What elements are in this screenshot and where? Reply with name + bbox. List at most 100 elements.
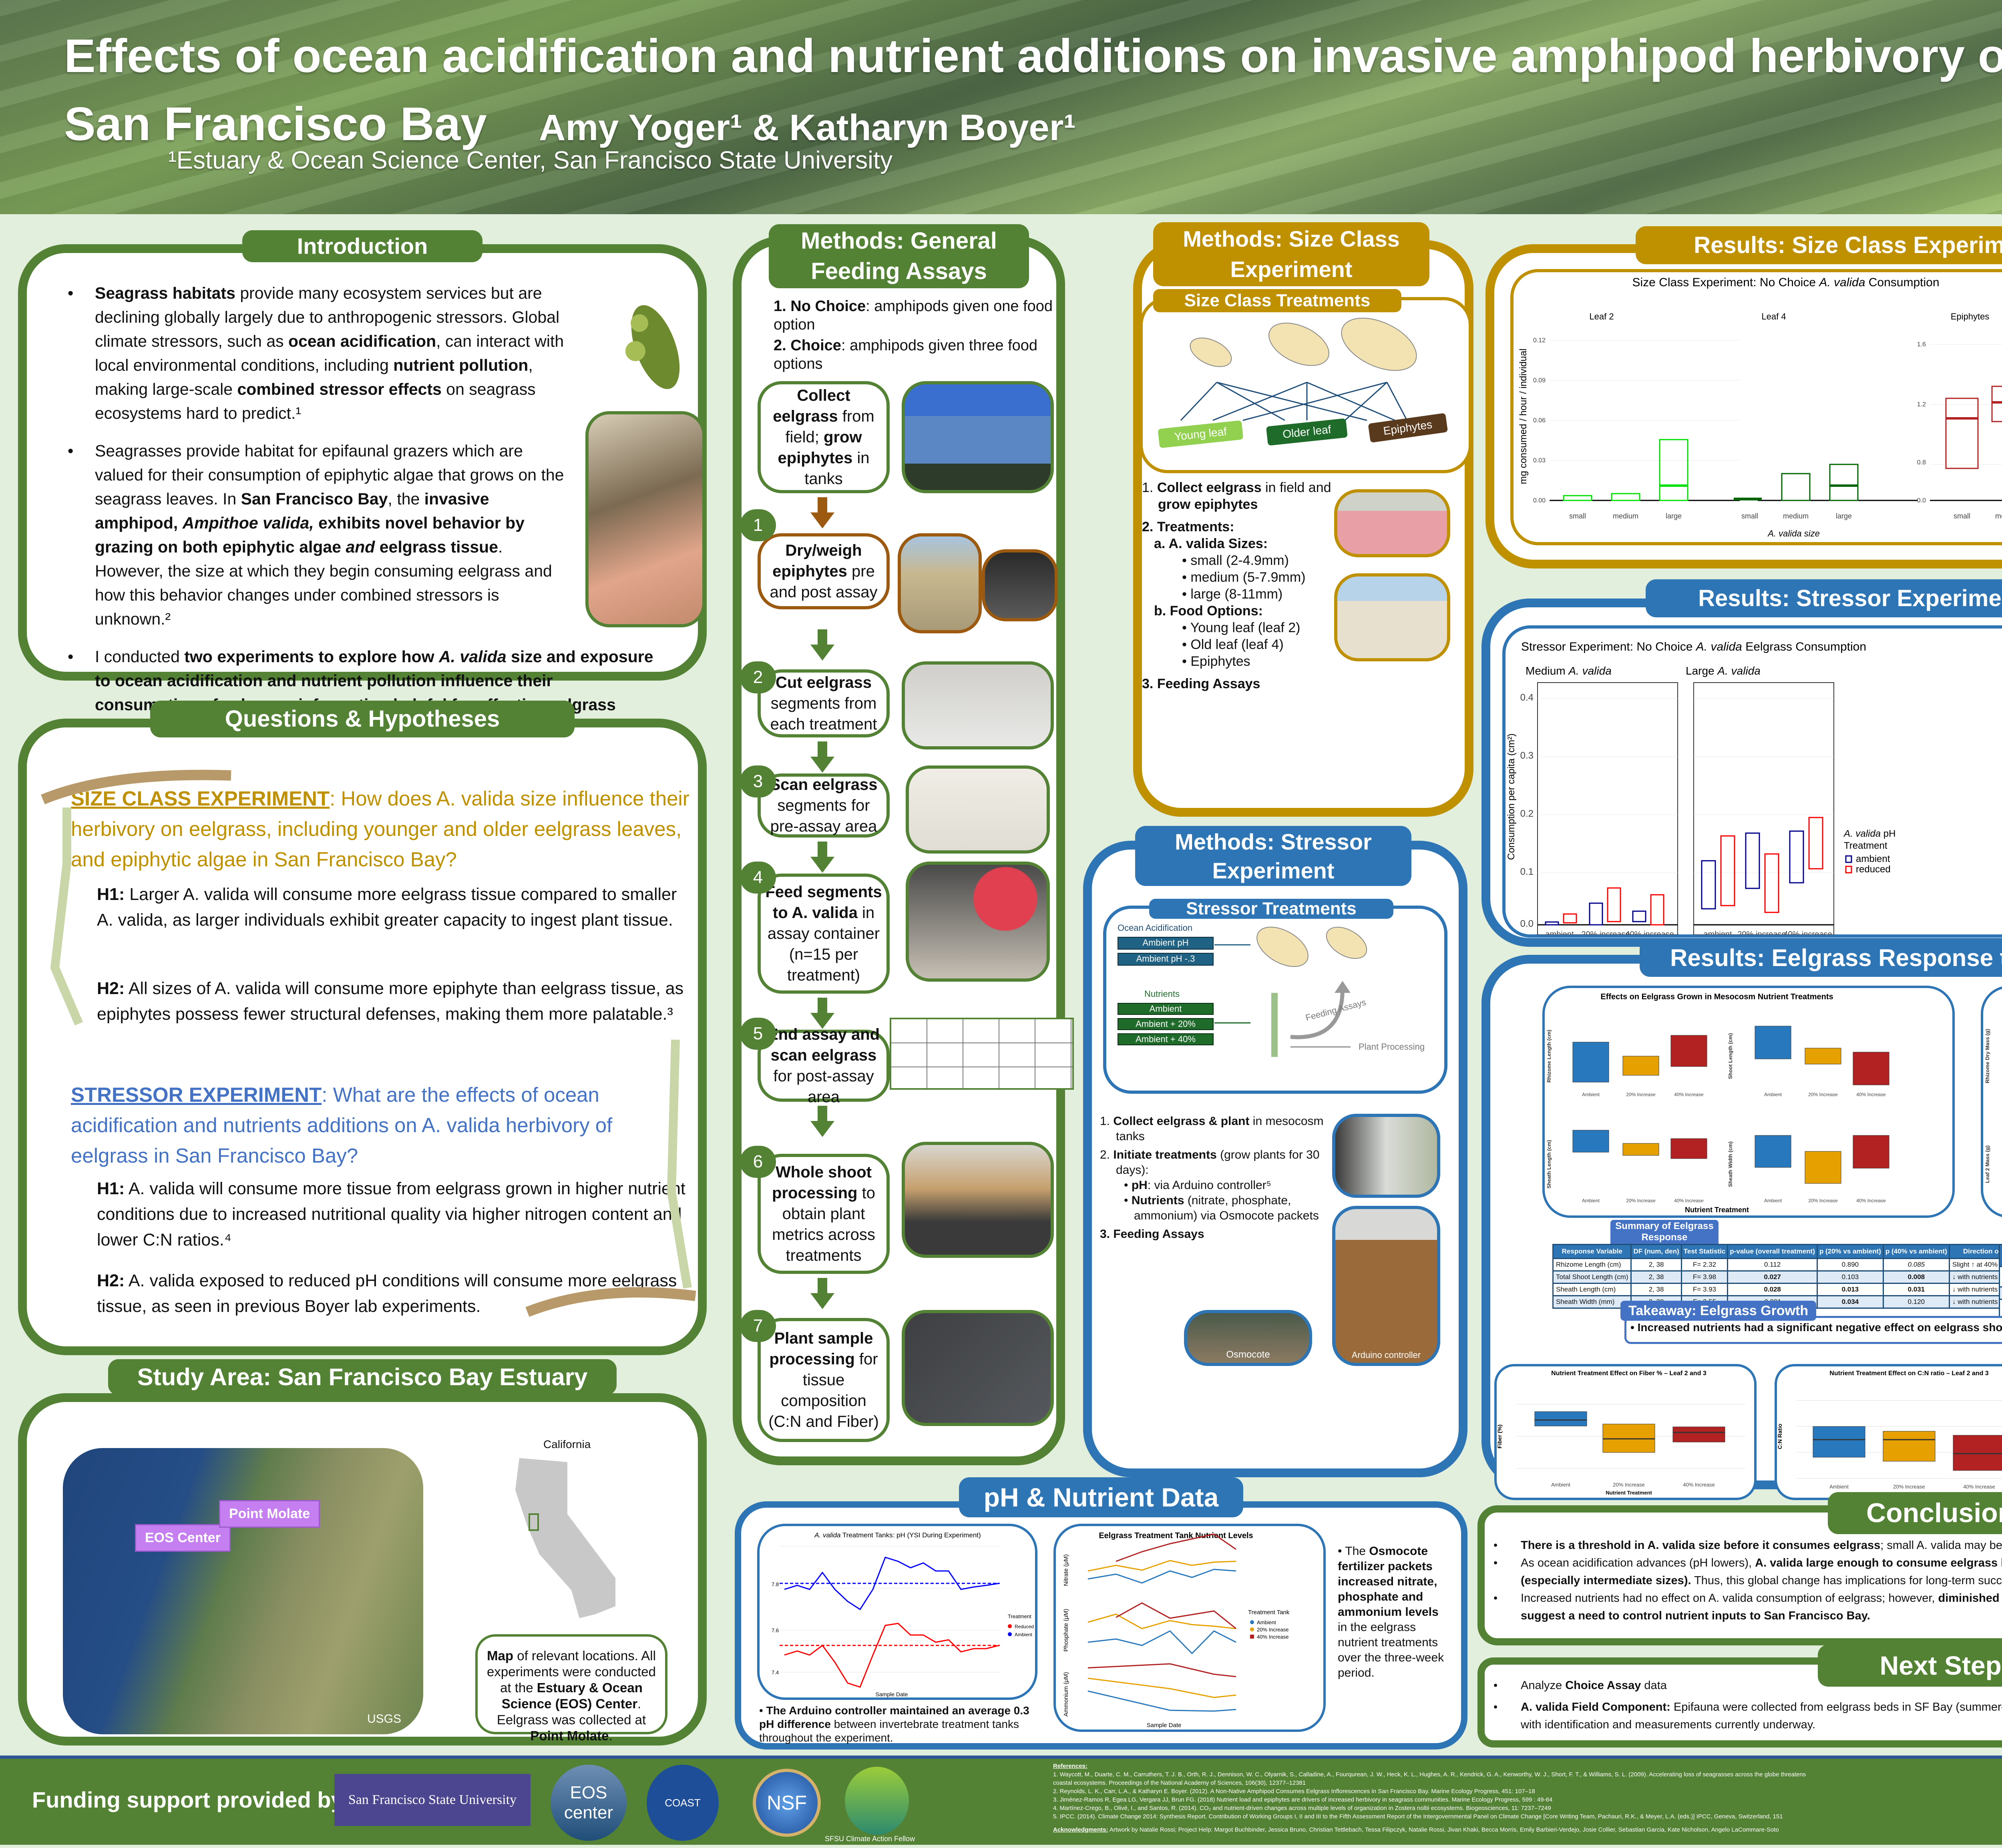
svg-text:0.4: 0.4	[1520, 692, 1534, 703]
scan-eelgrass-photo	[906, 765, 1050, 854]
reference-4: 4. Martínez-Crego, B., Olivé, I., and Sa…	[1053, 1804, 1810, 1812]
svg-text:Nutrient Treatment: Nutrient Treatment	[1606, 1490, 1652, 1496]
size-chart-title: Size Class Experiment: No Choice A. vali…	[1632, 276, 1939, 289]
plant-processing-label: Plant Processing	[1359, 1042, 1425, 1052]
eelgrass-rhizome-illustration	[31, 743, 239, 1032]
nutrients-label: Nutrients	[1144, 989, 1180, 999]
svg-text:A. valida pH: A. valida pH	[1843, 828, 1895, 839]
svg-text:large: large	[1836, 512, 1852, 520]
eelgrass-length-boxplots[interactable]: Effects on Eelgrass Grown in Mesocosm Nu…	[1542, 986, 1955, 1218]
svg-text:medium: medium	[1613, 512, 1638, 520]
nsf-logo[interactable]: NSF	[753, 1769, 821, 1837]
feeding-setup-photo	[1334, 573, 1450, 661]
length-panel-title: Effects on Eelgrass Grown in Mesocosm Nu…	[1600, 992, 1833, 1001]
bay-area-satellite-map[interactable]: EOS Center Point Molate USGS	[63, 1448, 423, 1734]
eelgrass-plant-illustration	[519, 1032, 704, 1344]
size-small: • small (2-4.9mm)	[1142, 552, 1350, 569]
svg-text:40% Increase: 40% Increase	[1683, 1482, 1715, 1488]
usgs-credit: USGS	[367, 1712, 401, 1726]
authors: Amy Yoger¹ & Katharyn Boyer¹	[539, 107, 1076, 148]
svg-text:0.0: 0.0	[1520, 918, 1534, 929]
food-options-label: b. Food Options:	[1142, 603, 1350, 619]
step-plant-sample-processing: Plant sample processing for tissue compo…	[758, 1318, 890, 1442]
svg-text:Reduced: Reduced	[1015, 1624, 1034, 1629]
ph-legend-title: Treatment	[1008, 1613, 1031, 1619]
mesocosm-tanks-photo	[1332, 1114, 1440, 1198]
table-row: Rhizome Dry Mass (g)2, 37ΔD = .0690.2800…	[2000, 1267, 2002, 1287]
point-molate-label: Point Molate	[219, 1500, 320, 1528]
facet-large: Large A. valida	[1686, 665, 1761, 677]
ph-chart-title: A. valida Treatment Tanks: pH (YSI Durin…	[814, 1531, 981, 1539]
ph-takeaway: • The Arduino controller maintained an a…	[759, 1704, 1039, 1745]
svg-text:Sheath Width (cm): Sheath Width (cm)	[1727, 1141, 1733, 1187]
stressor-flow-diagram: Feeding Assays Plant Processing	[1214, 909, 1447, 1093]
svg-text:0.12: 0.12	[1533, 337, 1546, 344]
results-eelgrass-panel: Effects on Eelgrass Grown in Mesocosm Nu…	[1481, 955, 2002, 1489]
stressor-method-steps: 1. Collect eelgrass & plant in mesocosm …	[1100, 1114, 1324, 1242]
svg-text:Phosphate (μM): Phosphate (μM)	[1063, 1609, 1069, 1651]
shoot-processing-photo	[902, 1142, 1054, 1258]
eelgrass-mass-boxplots[interactable]: Effects on Eelgrass Grown in Mesocosm Nu…	[1981, 986, 2002, 1218]
svg-text:small: small	[1569, 512, 1586, 520]
svg-text:Ambient: Ambient	[1764, 1198, 1782, 1203]
svg-text:40% increase: 40% increase	[1625, 930, 1674, 935]
svg-text:40% Increase: 40% Increase	[1674, 1092, 1704, 1097]
methods-stressor-title: Methods: Stressor Experiment	[1135, 826, 1411, 886]
climate-action-fellow-logo[interactable]	[845, 1767, 909, 1835]
size-class-treatments-title: Size Class Treatments	[1153, 289, 1401, 312]
reference-2: 2. Reynolds, L. K., Carr, L.A., & Kathar…	[1053, 1787, 1810, 1796]
california-inset-map	[507, 1454, 627, 1630]
size-xlabel: A. valida size	[1767, 528, 1820, 538]
svg-text:20% Increase: 20% Increase	[1626, 1198, 1656, 1203]
length-xlabel: Nutrient Treatment	[1685, 1206, 1749, 1214]
stressor-boxplot[interactable]: Stressor Experiment: No Choice A. valida…	[1502, 625, 2002, 938]
svg-text:Rhizome Length (cm): Rhizome Length (cm)	[1546, 1030, 1552, 1083]
results-size-panel: Size Class Experiment: No Choice A. vali…	[1485, 244, 2002, 568]
svg-text:20% Increase: 20% Increase	[1808, 1198, 1838, 1203]
svg-text:Fiber (%): Fiber (%)	[1497, 1424, 1503, 1448]
svg-text:0.3: 0.3	[1520, 750, 1534, 761]
svg-text:Shoot Length (cm): Shoot Length (cm)	[1727, 1033, 1733, 1079]
methods-size-panel: Young leaf Older leaf Epiphytes 1. Colle…	[1133, 240, 1473, 817]
svg-text:C:N Ratio: C:N Ratio	[1777, 1424, 1783, 1449]
nutrient-line-chart[interactable]: Eelgrass Treatment Tank Nutrient Levels …	[1053, 1524, 1326, 1732]
svg-text:Ambient: Ambient	[1582, 1198, 1600, 1203]
svg-text:20% Increase: 20% Increase	[1893, 1484, 1925, 1490]
coast-logo[interactable]: COAST	[647, 1765, 719, 1841]
field-collection-photo	[902, 381, 1054, 493]
introduction-title: Introduction	[242, 230, 482, 262]
stressor-legend-title: Treatment	[1844, 840, 1887, 851]
size-class-boxplot[interactable]: Size Class Experiment: No Choice A. vali…	[1510, 269, 2002, 545]
svg-text:20% increase: 20% increase	[1581, 930, 1630, 935]
nutrient-method: • Nutrients (nitrate, phosphate, ammoniu…	[1100, 1193, 1324, 1223]
svg-text:Ambient: Ambient	[1829, 1484, 1849, 1490]
svg-text:small: small	[1741, 512, 1758, 520]
svg-text:Leaf 2 Mass (g): Leaf 2 Mass (g)	[1984, 1145, 1990, 1183]
step-dry-weigh-epiphytes: Dry/weigh epiphytes pre and post assay	[758, 533, 890, 609]
fiber-boxplot[interactable]: Nutrient Treatment Effect on Fiber % – L…	[1494, 1364, 1757, 1500]
svg-text:Ambient: Ambient	[1582, 1092, 1600, 1097]
stressor-step-1: 1. Collect eelgrass & plant in mesocosm …	[1100, 1114, 1324, 1144]
size-step-1: 1. Collect eelgrass in field and grow ep…	[1142, 479, 1350, 513]
svg-text:Ammonium (μM): Ammonium (μM)	[1063, 1672, 1069, 1716]
sfsu-logo[interactable]: San Francisco State University	[334, 1774, 531, 1826]
svg-text:Rhizome Dry Mass (g): Rhizome Dry Mass (g)	[1984, 1029, 1990, 1083]
footer: Funding support provided by: San Francis…	[0, 1756, 2002, 1845]
svg-text:7.6: 7.6	[772, 1627, 779, 1633]
svg-text:Ambient: Ambient	[1764, 1092, 1782, 1097]
svg-text:ambient: ambient	[1703, 930, 1732, 935]
ph-line-chart[interactable]: A. valida Treatment Tanks: pH (YSI Durin…	[757, 1524, 1037, 1700]
reference-1: 1. Waycott, M., Duarte, C. M., Carruther…	[1053, 1770, 1810, 1787]
amphipod-food-diagram: Young leaf Older leaf Epiphytes	[1143, 300, 1471, 472]
nutrient-takeaway: • The Osmocote fertilizer packets increa…	[1338, 1544, 1450, 1681]
eos-center-logo[interactable]: EOS center	[551, 1765, 627, 1841]
svg-text:0.00: 0.00	[1533, 497, 1546, 504]
step-number-4: 4	[740, 862, 776, 894]
step-number-1: 1	[740, 509, 776, 541]
size-step-2: 2. Treatments:	[1142, 518, 1350, 535]
svg-text:Nitrate (μM): Nitrate (μM)	[1063, 1554, 1069, 1586]
sizes-label: a. A. valida Sizes:	[1142, 535, 1350, 552]
cn-ratio-boxplot[interactable]: Nutrient Treatment Effect on C:N ratio –…	[1775, 1364, 2002, 1500]
next-step-2: A. valida Field Component: Epifauna were…	[1485, 1698, 2002, 1734]
